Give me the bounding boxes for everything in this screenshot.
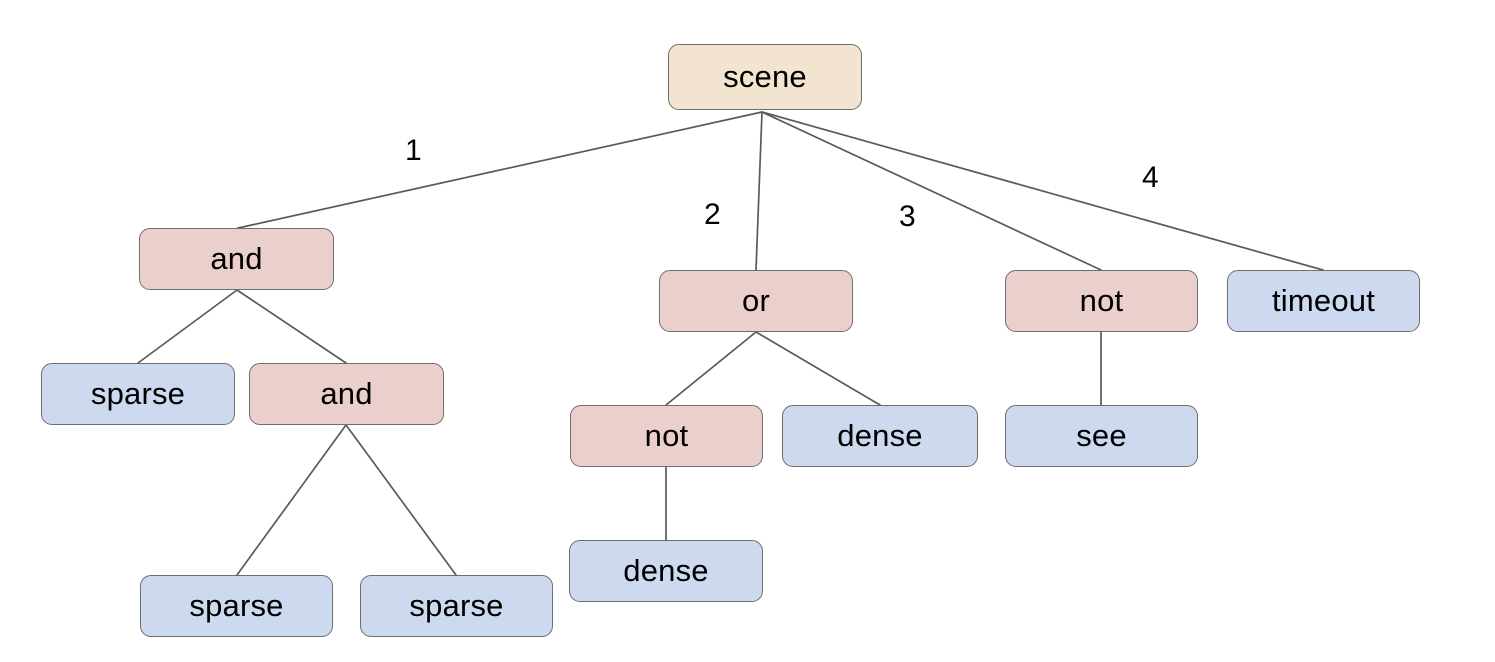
tree-edge xyxy=(755,331,881,406)
edge-label-1: 1 xyxy=(405,134,422,167)
tree-node-sparse[interactable]: sparse xyxy=(140,575,333,637)
tree-edge xyxy=(137,289,238,364)
tree-node-sparse[interactable]: sparse xyxy=(41,363,235,425)
tree-node-label: sparse xyxy=(189,587,284,623)
tree-node-label: scene xyxy=(723,58,807,94)
edge-label-4: 4 xyxy=(1142,161,1159,194)
tree-node-label: see xyxy=(1076,417,1127,453)
tree-node-label: dense xyxy=(837,417,923,453)
tree-edge xyxy=(236,424,347,576)
tree-node-label: not xyxy=(1079,282,1124,318)
tree-edge xyxy=(755,111,763,271)
tree-node-label: and xyxy=(320,375,373,411)
tree-node-label: and xyxy=(210,240,263,276)
tree-node-see[interactable]: see xyxy=(1005,405,1198,467)
tree-node-and[interactable]: and xyxy=(249,363,444,425)
tree-node-label: sparse xyxy=(90,375,186,411)
tree-node-timeout[interactable]: timeout xyxy=(1227,270,1420,332)
tree-node-label: sparse xyxy=(409,587,504,623)
tree-edge xyxy=(236,289,347,364)
tree-node-not[interactable]: not xyxy=(570,405,763,467)
tree-node-and[interactable]: and xyxy=(139,228,334,290)
tree-node-label: or xyxy=(742,282,770,318)
edge-label-3: 3 xyxy=(899,200,916,233)
tree-node-or[interactable]: or xyxy=(659,270,853,332)
tree-edge xyxy=(237,111,763,229)
tree-edge xyxy=(665,331,757,406)
tree-node-label: timeout xyxy=(1271,282,1376,318)
edge-label-2: 2 xyxy=(704,198,721,231)
tree-edge xyxy=(761,111,1324,271)
tree-edge xyxy=(345,424,457,576)
tree-node-sparse[interactable]: sparse xyxy=(360,575,553,637)
tree-node-label: not xyxy=(644,417,689,453)
tree-node-label: dense xyxy=(623,552,709,588)
tree-node-dense[interactable]: dense xyxy=(569,540,763,602)
tree-node-not[interactable]: not xyxy=(1005,270,1198,332)
tree-edge xyxy=(761,111,1102,271)
tree-node-scene[interactable]: scene xyxy=(668,44,862,110)
tree-node-dense[interactable]: dense xyxy=(782,405,978,467)
